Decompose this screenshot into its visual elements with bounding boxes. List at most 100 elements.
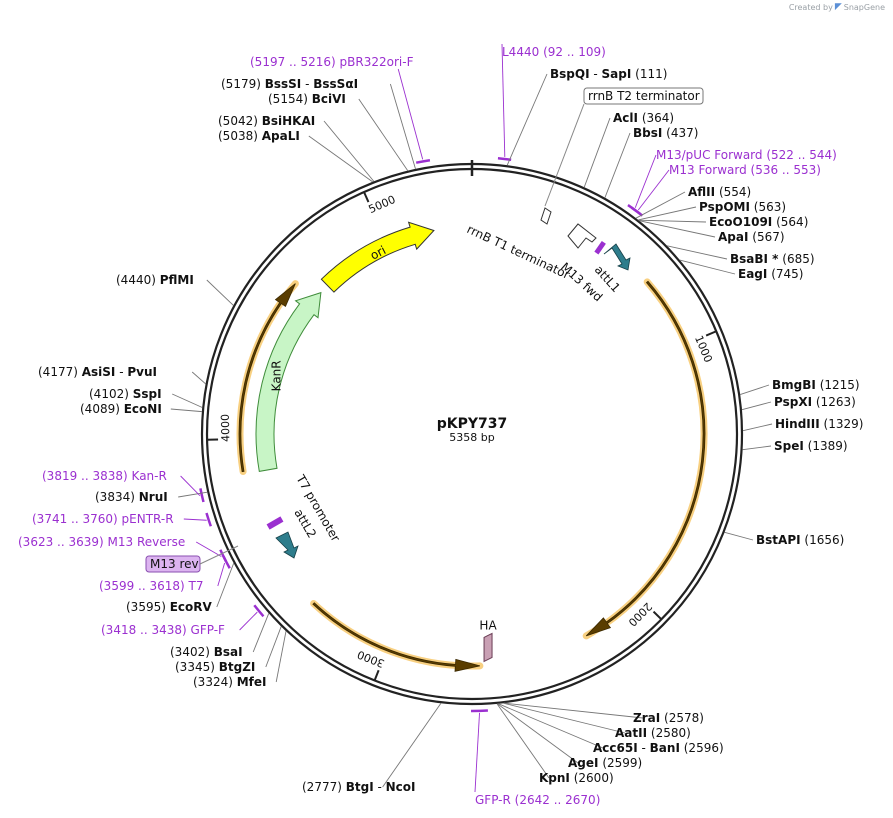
enzyme-coord: (1215) — [820, 378, 860, 392]
enzyme-site-zrai[interactable]: ZraI (2578) — [633, 711, 704, 725]
label-leaders — [170, 43, 773, 793]
enzyme-site-aflii[interactable]: AflII (554) — [688, 185, 751, 199]
svg-text:(3834) NruI: (3834) NruI — [95, 490, 168, 504]
primer-coord: (2642 .. 2670) — [515, 793, 601, 807]
svg-text:(3345) BtgZI: (3345) BtgZI — [175, 660, 255, 674]
primer-pbr322ori-f[interactable]: (5197 .. 5216) pBR322ori-F — [250, 55, 414, 69]
svg-text:AatII (2580): AatII (2580) — [615, 726, 691, 740]
svg-text:EcoO109I (564): EcoO109I (564) — [709, 215, 808, 229]
enzyme-site-acc65i-bani[interactable]: Acc65I - BanI (2596) — [593, 741, 724, 755]
created-by-text: Created by — [788, 2, 833, 12]
enzyme-site-mfei[interactable]: (3324) MfeI — [193, 675, 267, 689]
site-labels: BspQI - SapI (111) AclI (364)BbsI (437) Af… — [18, 45, 863, 807]
svg-text:BstAPI (1656): BstAPI (1656) — [756, 533, 844, 547]
enzyme-name-2: SapI — [602, 67, 632, 81]
enzyme-coord: (685) — [782, 252, 814, 266]
enzyme-site-spei[interactable]: SpeI (1389) — [774, 439, 848, 453]
enzyme-coord: (3324) — [193, 675, 233, 689]
svg-text:(3595) EcoRV: (3595) EcoRV — [126, 600, 213, 614]
enzyme-site-bsai[interactable]: (3402) BsaI — [170, 645, 243, 659]
svg-text:(5197 .. 5216) pBR322ori-F: (5197 .. 5216) pBR322ori-F — [250, 55, 414, 69]
primer-mark-pentr-r — [205, 512, 212, 527]
primer-leader-pentr-r — [183, 518, 207, 521]
enzyme-site-bstapi[interactable]: BstAPI (1656) — [756, 533, 844, 547]
enzyme-site-apai[interactable]: ApaI (567) — [718, 230, 785, 244]
enzyme-site-nrui[interactable]: (3834) NruI — [95, 490, 168, 504]
primer-coord: (3741 .. 3760) — [32, 512, 118, 526]
snapgene-brand-text: SnapGene — [843, 2, 885, 12]
ori-arrow — [320, 221, 435, 293]
leader-bsai — [252, 613, 270, 653]
enzyme-site-bcivi[interactable]: (5154) BciVI — [268, 92, 346, 106]
enzyme-site-agei[interactable]: AgeI (2599) — [568, 756, 642, 770]
rrnb-t2-terminator-label: rrnB T2 terminator — [588, 89, 700, 103]
enzyme-site-apali[interactable]: (5038) ApaLI — [218, 129, 300, 143]
primer-m13-puc-forward[interactable]: M13/pUC Forward (522 .. 544) — [656, 148, 837, 162]
primer-name: Kan-R — [132, 469, 167, 483]
leader-mfei — [275, 631, 287, 683]
enzyme-name: EcoO109I — [709, 215, 772, 229]
primer-m13-forward[interactable]: M13 Forward (536 .. 553) — [669, 163, 821, 177]
primer-kan-r[interactable]: (3819 .. 3838) Kan-R — [42, 469, 167, 483]
enzyme-coord: (564) — [776, 215, 808, 229]
primer-pentr-r[interactable]: (3741 .. 3760) pENTR-R — [32, 512, 174, 526]
primer-name: M13 Reverse — [108, 535, 186, 549]
enzyme-name-2: NcoI — [386, 780, 416, 794]
enzyme-site-kpni[interactable]: KpnI (2600) — [539, 771, 614, 785]
svg-text:(5179) BssSI - BssSαI: (5179) BssSI - BssSαI — [221, 77, 358, 91]
enzyme-site-bsssi-bssSai[interactable]: (5179) BssSI - BssSαI — [221, 77, 358, 91]
enzyme-coord: (554) — [719, 185, 751, 199]
primer-gfp-r[interactable]: GFP-R (2642 .. 2670) — [475, 793, 600, 807]
enzyme-site-aatii[interactable]: AatII (2580) — [615, 726, 691, 740]
enzyme-name-2: BssSαI — [313, 77, 358, 91]
enzyme-name: BsiHKAI — [262, 114, 316, 128]
leader-bcivi — [358, 98, 409, 171]
rrnb-t1-terminator-glyph — [567, 223, 597, 249]
svg-text:(3623 .. 3639) M13 Reverse: (3623 .. 3639) M13 Reverse — [18, 535, 185, 549]
enzyme-name: ZraI — [633, 711, 660, 725]
enzyme-site-btgi-ncoi[interactable]: (2777) BtgI - NcoI — [302, 780, 416, 794]
leader-acc65i-bani — [498, 703, 604, 749]
svg-text:BsaBI * (685): BsaBI * (685) — [730, 252, 815, 266]
primer-gfp-f[interactable]: (3418 .. 3438) GFP-F — [101, 623, 225, 637]
svg-text:BbsI (437): BbsI (437) — [633, 126, 698, 140]
enzyme-name-2: PvuI — [127, 365, 157, 379]
enzyme-site-btgzi[interactable]: (3345) BtgZI — [175, 660, 255, 674]
enzyme-name: PspOMI — [699, 200, 750, 214]
primer-t7[interactable]: (3599 .. 3618) T7 — [99, 579, 204, 593]
enzyme-site-bbsi[interactable]: BbsI (437) — [633, 126, 698, 140]
enzyme-name: AatII — [615, 726, 647, 740]
enzyme-site-eco0109i[interactable]: EcoO109I (564) — [709, 215, 808, 229]
enzyme-site-pspxi[interactable]: PspXI (1263) — [774, 395, 856, 409]
kanr-arrow — [255, 291, 322, 472]
primer-m13-reverse[interactable]: (3623 .. 3639) M13 Reverse — [18, 535, 185, 549]
enzyme-site-pflmi[interactable]: (4440) PflMI — [116, 273, 194, 287]
m13-rev-primer-glyph — [266, 516, 284, 530]
svg-text:ApaI (567): ApaI (567) — [718, 230, 785, 244]
primer-name: GFP-R — [475, 793, 511, 807]
svg-text:AflII (554): AflII (554) — [688, 185, 751, 199]
enzyme-site-sspi[interactable]: (4102) SspI — [89, 387, 162, 401]
primer-l4440[interactable]: L4440 (92 .. 109) — [502, 45, 606, 59]
enzyme-site-bsaqi-sapi[interactable]: BspQI - SapI (111) — [550, 67, 667, 81]
enzyme-coord: (563) — [754, 200, 786, 214]
enzyme-site-ecorv[interactable]: (3595) EcoRV — [126, 600, 213, 614]
enzyme-site-bsihkai[interactable]: (5042) BsiHKAI — [218, 114, 315, 128]
svg-text:PspOMI (563): PspOMI (563) — [699, 200, 786, 214]
enzyme-coord: (5042) — [218, 114, 258, 128]
enzyme-site-bsabi[interactable]: BsaBI * (685) — [730, 252, 815, 266]
enzyme-site-bmgbi[interactable]: BmgBI (1215) — [772, 378, 860, 392]
primer-leader-gfp-f — [239, 611, 258, 631]
enzyme-coord: (3345) — [175, 660, 215, 674]
enzyme-site-acli[interactable]: AclI (364) — [613, 111, 674, 125]
enzyme-site-asisi-pvui[interactable]: (4177) AsiSI - PvuI — [38, 365, 157, 379]
svg-text:PspXI (1263): PspXI (1263) — [774, 395, 856, 409]
primer-coord: (536 .. 553) — [751, 163, 821, 177]
enzyme-site-eagi[interactable]: EagI (745) — [738, 267, 803, 281]
primer-mark-l4440 — [497, 156, 512, 162]
enzyme-site-econi[interactable]: (4089) EcoNI — [80, 402, 162, 416]
svg-text:(3599 .. 3618) T7: (3599 .. 3618) T7 — [99, 579, 204, 593]
enzyme-site-hindiii[interactable]: HindIII (1329) — [775, 417, 863, 431]
enzyme-site-pspomi[interactable]: PspOMI (563) — [699, 200, 786, 214]
